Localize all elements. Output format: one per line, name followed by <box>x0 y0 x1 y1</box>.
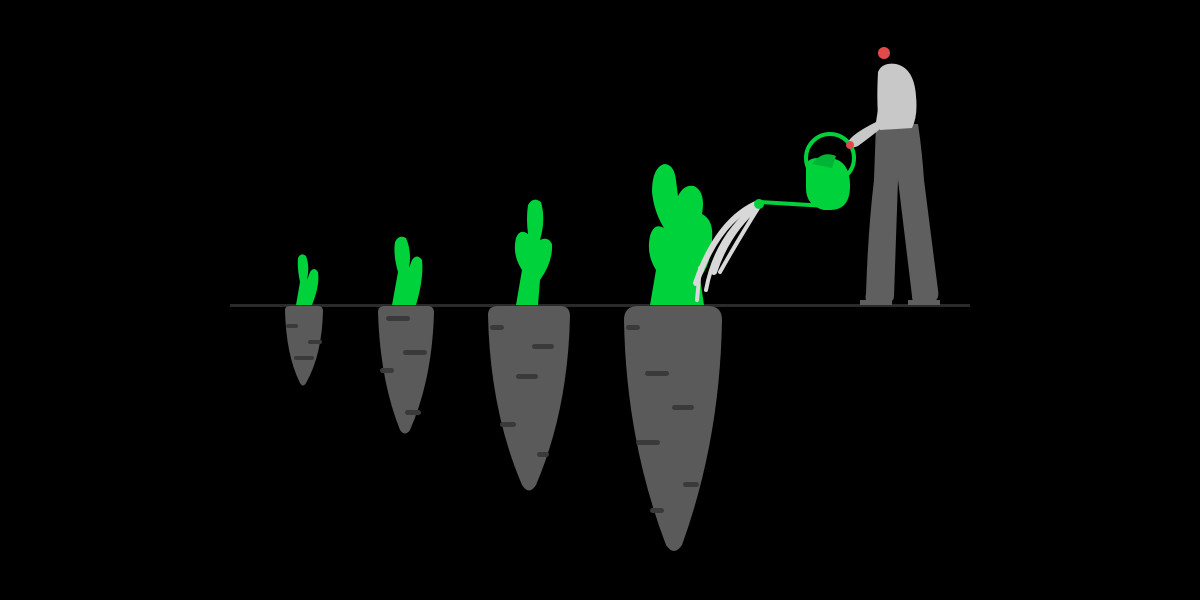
carrot-xlarge-root <box>624 306 722 551</box>
watering-can-rose <box>754 199 764 209</box>
carrot-xlarge-icon <box>624 164 722 551</box>
carrot-small-leaves <box>296 254 319 305</box>
watering-can-lid <box>812 154 836 168</box>
person-icon <box>846 47 940 305</box>
carrot-xlarge-marks <box>626 325 699 513</box>
person-head <box>878 47 890 59</box>
water-stream <box>693 200 763 302</box>
carrot-small-root <box>285 306 323 386</box>
carrot-medium-root <box>378 306 434 434</box>
carrot-large-icon <box>488 199 570 491</box>
person-hand <box>846 141 854 149</box>
carrot-small-marks <box>286 324 322 360</box>
carrot-medium-leaves <box>392 236 423 305</box>
carrot-small-icon <box>285 254 323 386</box>
carrot-medium-marks <box>380 316 427 415</box>
watering-can-icon <box>754 132 856 210</box>
watering-can-body <box>806 158 850 210</box>
ground-line <box>230 304 970 307</box>
person-legs <box>865 124 939 302</box>
person-feet <box>860 300 940 305</box>
carrot-medium-icon <box>378 236 434 434</box>
carrot-large-root <box>488 306 570 491</box>
person-arm <box>848 96 890 148</box>
carrot-xlarge-leaves <box>648 164 713 305</box>
carrot-large-marks <box>490 325 554 457</box>
carrot-large-leaves <box>514 199 553 305</box>
